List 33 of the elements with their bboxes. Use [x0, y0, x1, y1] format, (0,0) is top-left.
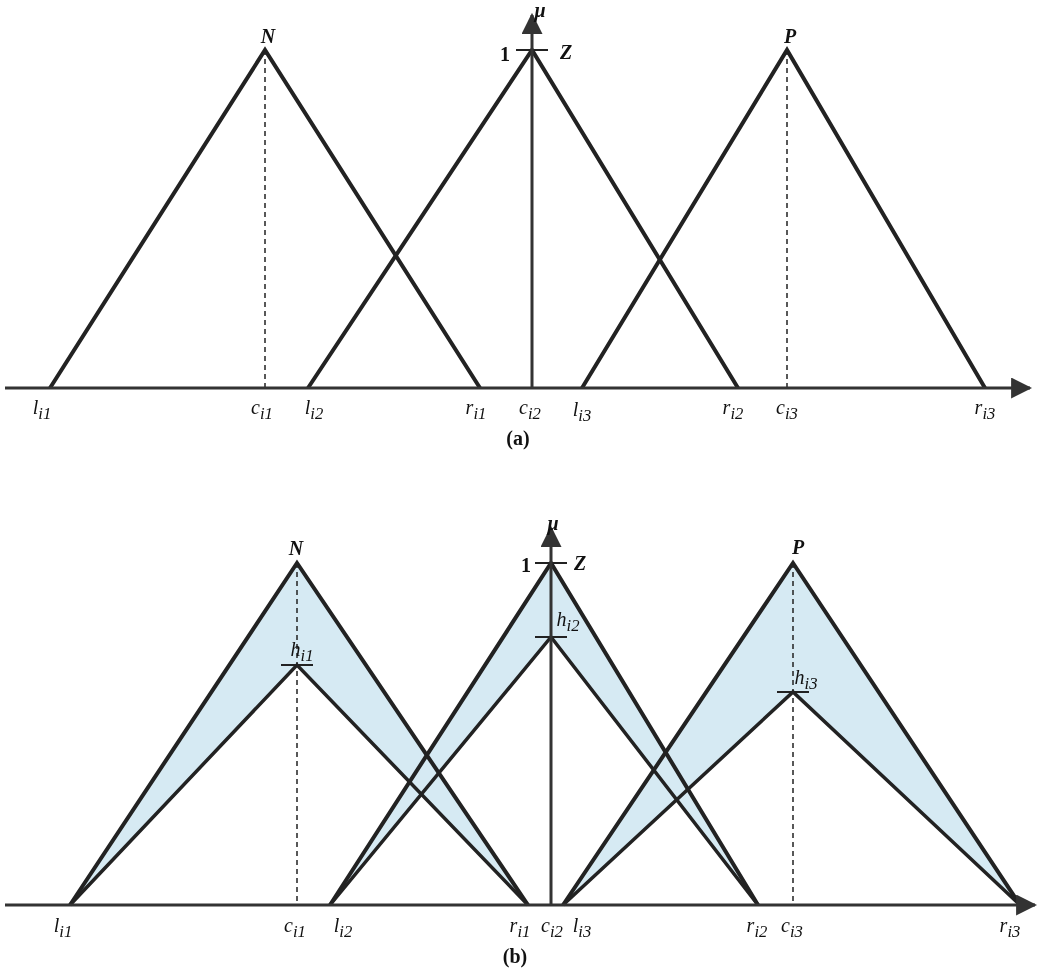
point-label: r$_{i2}$: [746, 915, 768, 941]
fuzzy-set-label: P: [791, 537, 805, 557]
point-label: h$_{i3}$: [794, 667, 818, 693]
point-label: c$_{i1}$: [251, 397, 273, 423]
point-label: c$_{i3}$: [776, 397, 798, 423]
fuzzy-set-label: N: [260, 26, 276, 46]
axis-label: μ: [547, 513, 559, 533]
point-label: h$_{i1}$: [290, 639, 314, 665]
point-label: l$_{i3}$: [572, 399, 592, 425]
axis-label: μ: [534, 0, 546, 20]
point-label: l$_{i1}$: [53, 915, 73, 941]
fuzzy-set-label: P: [783, 26, 797, 46]
point-label: r$_{i3}$: [974, 397, 996, 423]
point-label: l$_{i3}$: [572, 915, 592, 941]
fuzzy-set-label: N: [288, 538, 304, 558]
point-label: r$_{i2}$: [722, 397, 744, 423]
point-label: l$_{i1}$: [32, 397, 52, 423]
tick-label: 1: [521, 555, 531, 575]
point-label: c$_{i2}$: [541, 915, 563, 941]
fuzzy-set-label: Z: [559, 42, 573, 62]
point-label: r$_{i1}$: [465, 397, 487, 423]
point-label: c$_{i3}$: [781, 915, 803, 941]
point-label: r$_{i3}$: [999, 915, 1021, 941]
panel-caption: (a): [506, 428, 530, 448]
point-label: r$_{i1}$: [509, 915, 531, 941]
point-label: l$_{i2}$: [304, 397, 324, 423]
point-label: h$_{i2}$: [556, 609, 580, 635]
point-label: l$_{i2}$: [333, 915, 353, 941]
panel-caption: (b): [502, 946, 528, 966]
point-label: c$_{i2}$: [519, 397, 541, 423]
tick-label: 1: [500, 44, 510, 64]
fuzzy-set-label: Z: [573, 553, 587, 573]
point-label: c$_{i1}$: [284, 915, 306, 941]
